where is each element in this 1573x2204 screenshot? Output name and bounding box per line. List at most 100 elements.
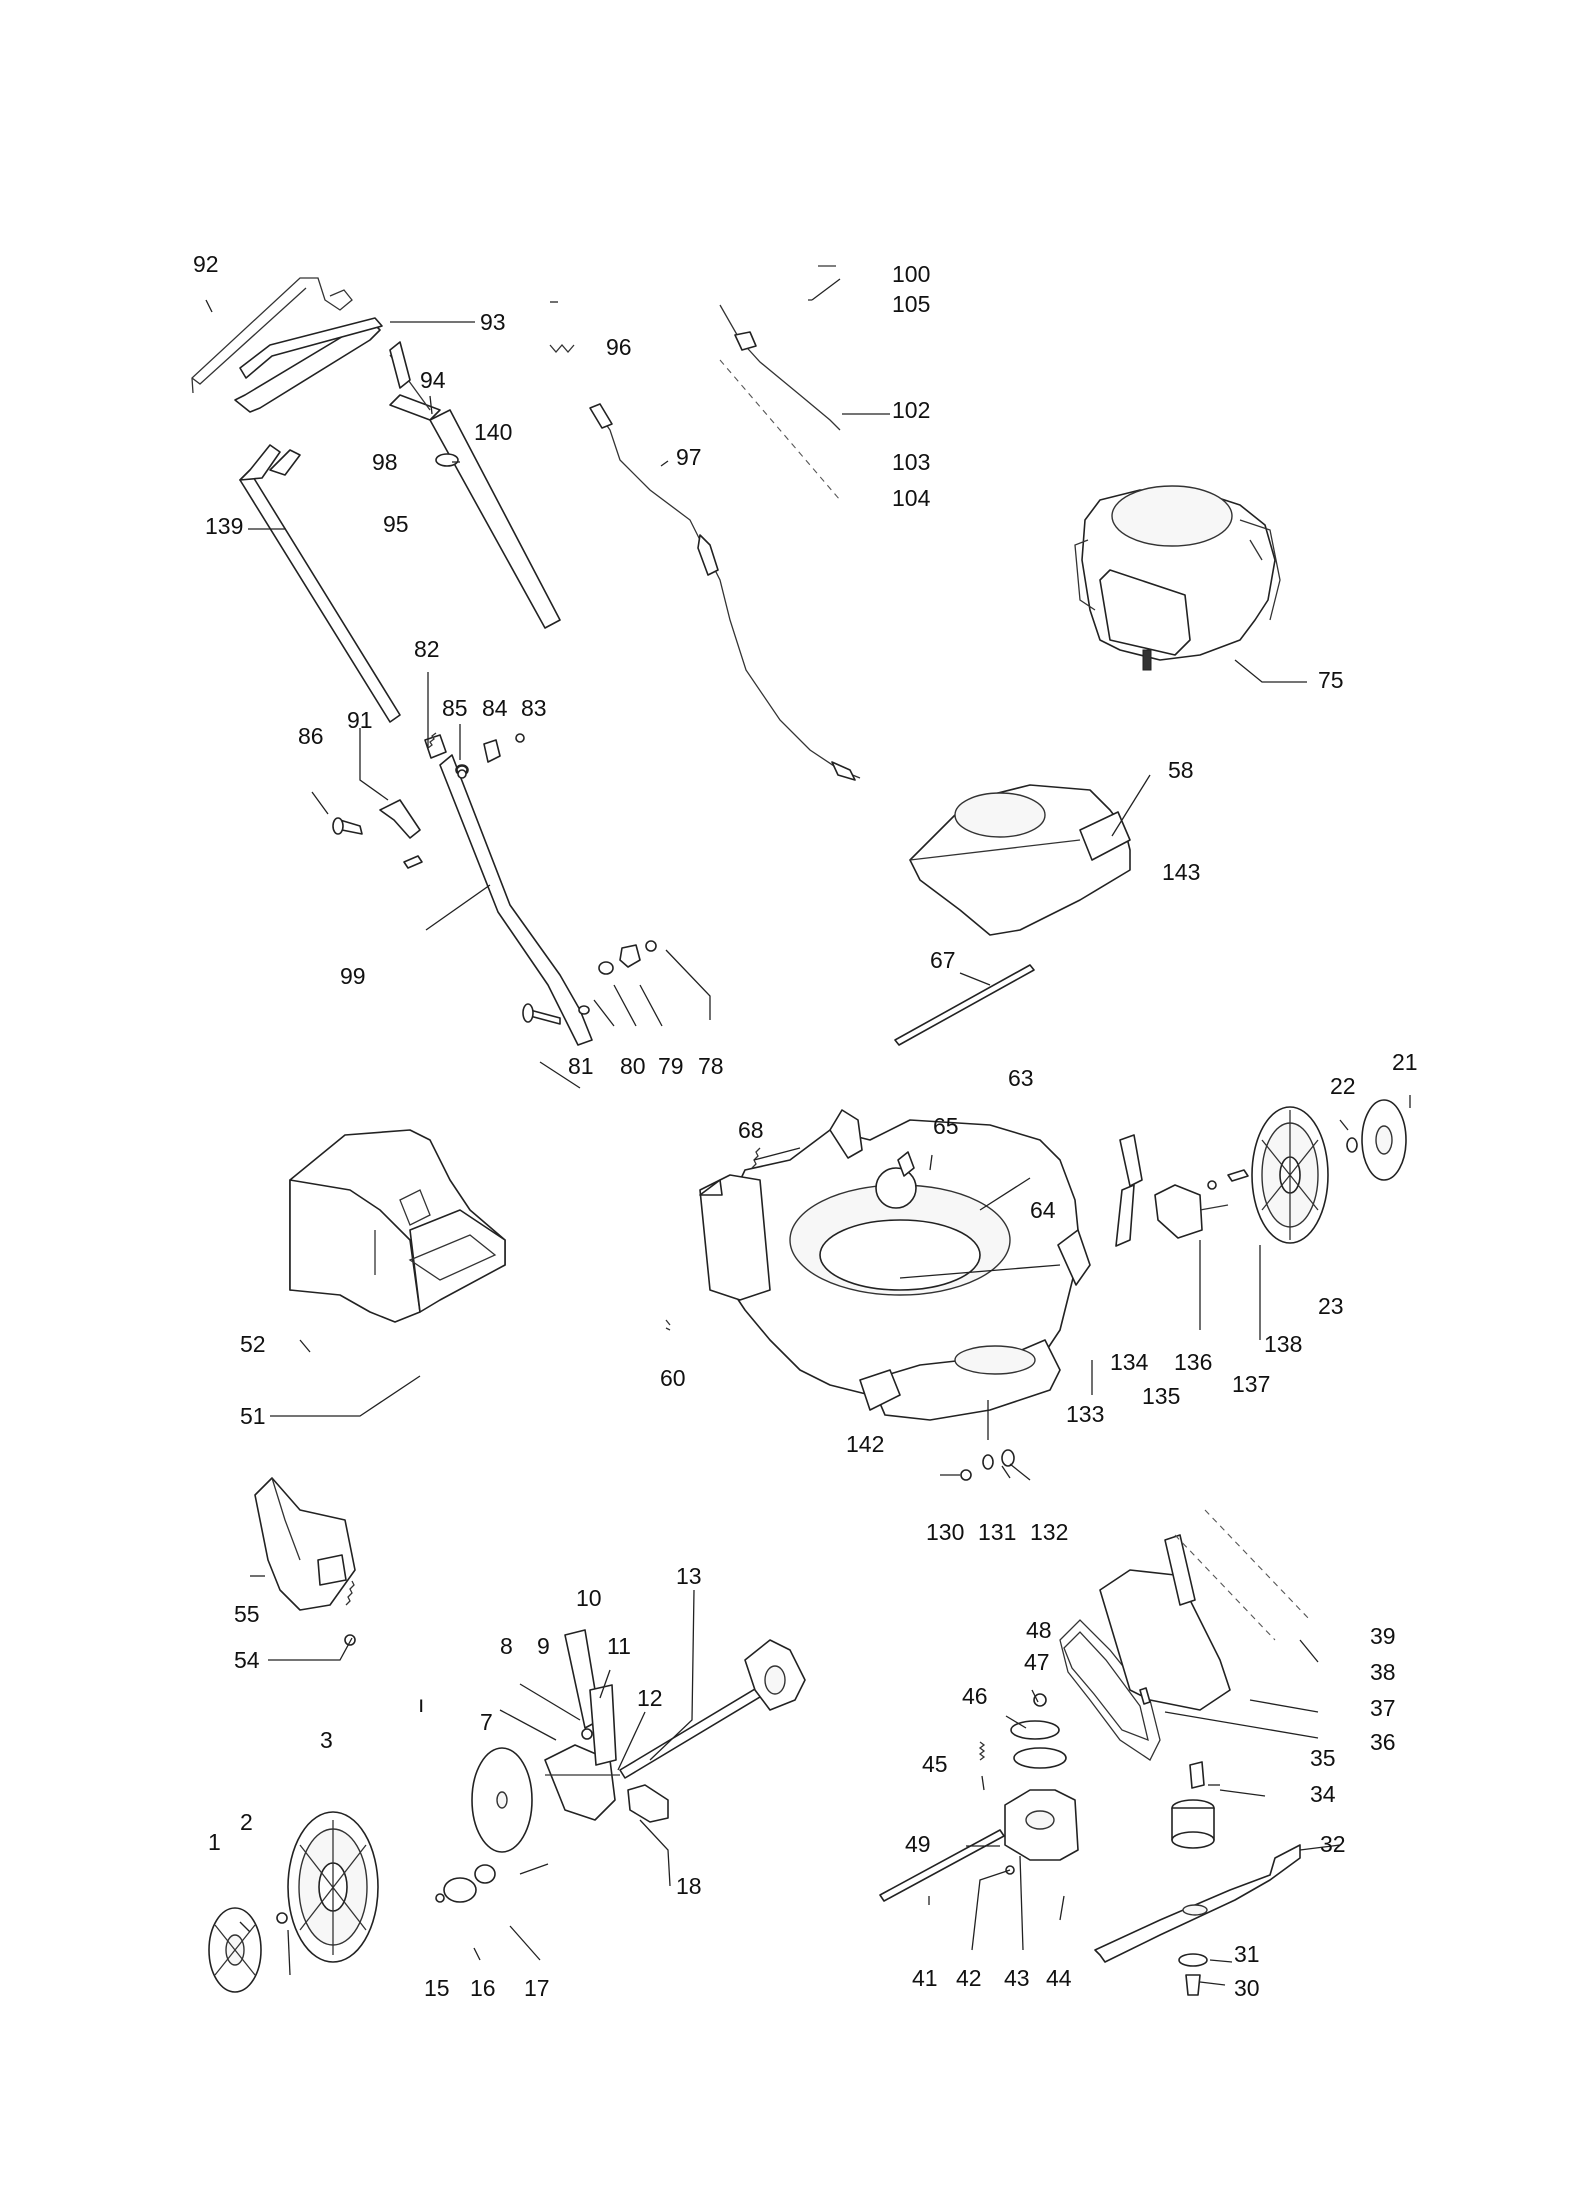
label-51: 51 (240, 1403, 266, 1429)
label-21: 21 (1392, 1049, 1418, 1075)
label-140: 140 (474, 419, 512, 445)
label-68: 68 (738, 1117, 764, 1143)
label-135: 135 (1142, 1383, 1180, 1409)
label-49: 49 (905, 1831, 931, 1857)
label-54: 54 (234, 1647, 260, 1673)
label-131: 131 (978, 1519, 1016, 1545)
label-12: 12 (637, 1685, 663, 1711)
label-52: 52 (240, 1331, 266, 1357)
label-9: 9 (537, 1633, 550, 1659)
label-104: 104 (892, 485, 931, 511)
label-84: 84 (482, 695, 508, 721)
label-7: 7 (480, 1709, 493, 1735)
label-79: 79 (658, 1053, 684, 1079)
label-64: 64 (1030, 1197, 1056, 1223)
label-46: 46 (962, 1683, 988, 1709)
label-11: 11 (607, 1633, 631, 1659)
label-139: 139 (205, 513, 243, 539)
grass-catcher (289, 1129, 506, 1323)
label-17: 17 (524, 1975, 550, 2001)
label-10: 10 (576, 1585, 602, 1611)
mulch-plug (254, 1477, 356, 1646)
label-38: 38 (1370, 1659, 1396, 1685)
control-cable (549, 265, 861, 781)
label-43: 43 (1004, 1965, 1030, 1991)
drive-axle-assembly (435, 1629, 806, 1903)
label-143: 143 (1162, 859, 1200, 885)
label-37: 37 (1370, 1695, 1396, 1721)
label-80: 80 (620, 1053, 646, 1079)
label-142: 142 (846, 1431, 884, 1457)
label-103: 103 (892, 449, 930, 475)
label-47: 47 (1024, 1649, 1050, 1675)
label-98: 98 (372, 449, 398, 475)
label-99: 99 (340, 963, 366, 989)
label-60: 60 (660, 1365, 686, 1391)
label-83: 83 (521, 695, 547, 721)
label-23: 23 (1318, 1293, 1344, 1319)
label-13: 13 (676, 1563, 702, 1589)
label-105: 105 (892, 291, 930, 317)
label-86: 86 (298, 723, 324, 749)
label-31: 31 (1234, 1941, 1260, 1967)
lower-handle-assembly (332, 732, 657, 1046)
label-92: 92 (193, 251, 219, 277)
label-96: 96 (606, 334, 632, 360)
label-30: 30 (1234, 1975, 1260, 2001)
label-36: 36 (1370, 1729, 1396, 1755)
rear-axle-rod (894, 964, 1035, 1046)
label-stray-mark: ı (418, 1691, 424, 1717)
label-22: 22 (1330, 1073, 1356, 1099)
label-133: 133 (1066, 1401, 1104, 1427)
part-number-labels: 92 93 94 96 100 105 102 103 104 140 98 9… (193, 251, 1418, 2001)
label-138: 138 (1264, 1331, 1302, 1357)
label-34: 34 (1310, 1781, 1336, 1807)
label-41: 41 (912, 1965, 938, 1991)
height-adjuster (1057, 1134, 1229, 1286)
label-130: 130 (926, 1519, 964, 1545)
label-3: 3 (320, 1727, 333, 1753)
label-2: 2 (240, 1809, 253, 1835)
label-63: 63 (1008, 1065, 1034, 1091)
leader-lines (205, 278, 1411, 1986)
label-42: 42 (956, 1965, 982, 1991)
upper-handle-assembly (191, 277, 561, 723)
engine (1074, 485, 1281, 671)
label-85: 85 (442, 695, 468, 721)
label-67: 67 (930, 947, 956, 973)
label-95: 95 (383, 511, 409, 537)
label-75: 75 (1318, 667, 1344, 693)
rear-wheel (1207, 1099, 1407, 1244)
label-132: 132 (1030, 1519, 1068, 1545)
label-97: 97 (676, 444, 702, 470)
label-8: 8 (500, 1633, 513, 1659)
label-55: 55 (234, 1601, 260, 1627)
label-32: 32 (1320, 1831, 1346, 1857)
label-81: 81 (568, 1053, 594, 1079)
label-136: 136 (1174, 1349, 1212, 1375)
label-82: 82 (414, 636, 440, 662)
label-137: 137 (1232, 1371, 1270, 1397)
label-78: 78 (698, 1053, 724, 1079)
deck-hardware (960, 1449, 1015, 1481)
label-18: 18 (676, 1873, 702, 1899)
label-44: 44 (1046, 1965, 1072, 1991)
label-58: 58 (1168, 757, 1194, 783)
label-15: 15 (424, 1975, 450, 2001)
label-93: 93 (480, 309, 506, 335)
label-91: 91 (347, 707, 373, 733)
label-45: 45 (922, 1751, 948, 1777)
label-16: 16 (470, 1975, 496, 2001)
mower-deck (665, 1109, 1081, 1421)
label-39: 39 (1370, 1623, 1396, 1649)
engine-cover (909, 784, 1131, 936)
label-134: 134 (1110, 1349, 1149, 1375)
label-1: 1 (208, 1829, 221, 1855)
label-48: 48 (1026, 1617, 1052, 1643)
label-100: 100 (892, 261, 930, 287)
transmission-assembly (879, 1509, 1311, 1902)
label-102: 102 (892, 397, 930, 423)
label-65: 65 (933, 1113, 959, 1139)
label-94: 94 (420, 367, 446, 393)
